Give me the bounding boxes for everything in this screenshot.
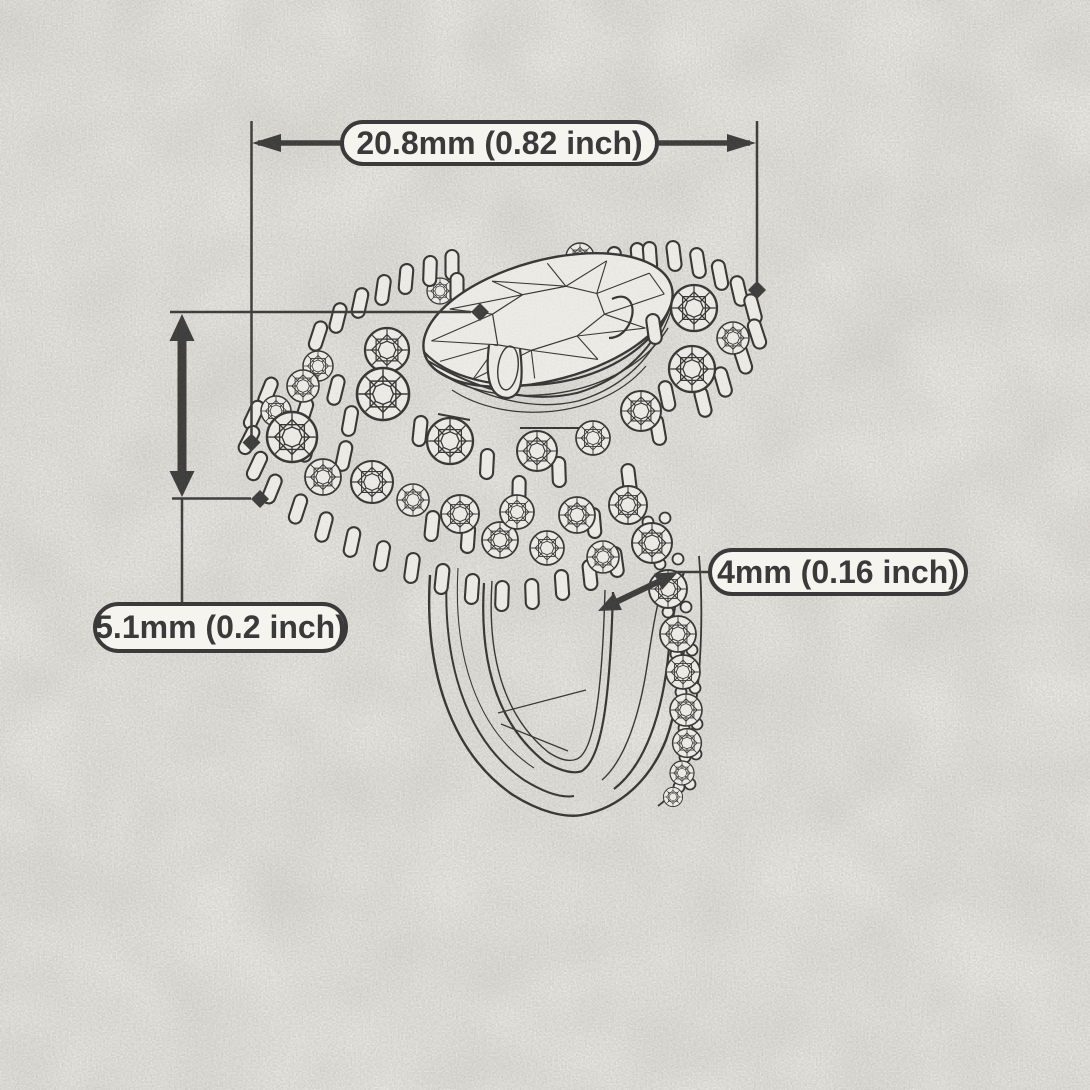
prong-dot	[658, 511, 672, 525]
pave-gem	[631, 522, 673, 564]
pave-gem	[669, 760, 695, 786]
halo-gem	[499, 494, 535, 530]
halo-gem	[586, 540, 620, 574]
width-dimension-label: 20.8mm (0.82 inch)	[340, 120, 659, 166]
prong	[463, 572, 481, 606]
prong-dot	[679, 600, 693, 614]
prong	[523, 577, 541, 611]
halo-gem	[575, 420, 611, 456]
halo-gem	[669, 283, 719, 333]
halo-gem	[286, 369, 320, 403]
prong	[421, 254, 439, 288]
prong	[397, 262, 415, 296]
band-width-dimension-label: 4mm (0.16 inch)	[708, 548, 968, 596]
halo-gem	[529, 530, 565, 566]
prong-dot	[671, 552, 685, 566]
halo-gem	[558, 496, 596, 534]
prong	[664, 239, 684, 273]
halo-gem	[304, 458, 342, 496]
halo-gem	[440, 494, 480, 534]
pave-gem	[671, 727, 703, 759]
halo-gem	[265, 410, 319, 464]
halo-gem	[363, 326, 411, 374]
halo-gem	[396, 483, 430, 517]
height-dimension-label: 5.1mm (0.2 inch)	[93, 602, 348, 653]
halo-gem	[667, 344, 717, 394]
prong	[493, 579, 511, 613]
prong	[478, 447, 496, 481]
halo-gem	[716, 321, 750, 355]
halo-gem	[516, 430, 558, 472]
pave-gem	[669, 693, 703, 727]
pave-gem	[659, 615, 697, 653]
prong	[553, 568, 571, 602]
prong	[432, 562, 452, 596]
halo-gem	[355, 366, 411, 422]
halo-gem	[349, 459, 395, 505]
pave-gem	[662, 786, 684, 808]
prong	[422, 509, 442, 543]
halo-gem	[425, 416, 475, 466]
pave-gem	[665, 654, 701, 690]
halo-gem	[620, 390, 662, 432]
prong	[410, 414, 430, 448]
halo-gem	[608, 485, 648, 525]
